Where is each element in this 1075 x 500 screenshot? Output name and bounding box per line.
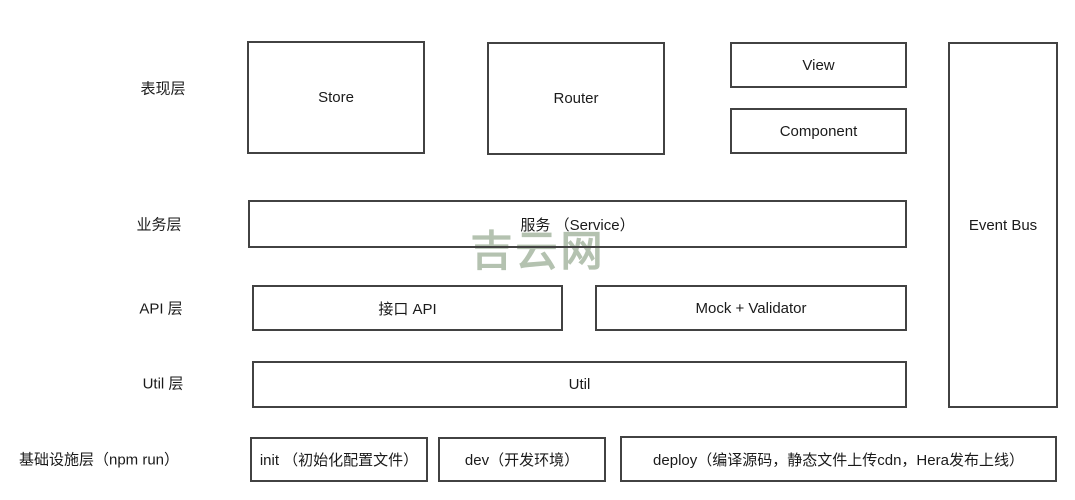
layer-label-infrastructure: 基础设施层（npm run） — [18, 451, 180, 469]
layer-label-business: 业务层 — [136, 216, 182, 234]
watermark: 吉云网 — [470, 227, 606, 275]
box-event-bus: Event Bus — [948, 42, 1058, 408]
box-view: View — [730, 42, 907, 88]
box-api-interface: 接口 API — [252, 285, 563, 331]
box-store: Store — [247, 41, 425, 154]
layer-label-util: Util 层 — [142, 375, 184, 393]
box-dev: dev（开发环境） — [438, 437, 606, 482]
layer-label-api: API 层 — [139, 300, 183, 318]
box-util: Util — [252, 361, 907, 408]
box-service: 服务 （Service） — [248, 200, 907, 248]
layer-label-presentation: 表现层 — [140, 80, 186, 98]
box-deploy: deploy（编译源码，静态文件上传cdn，Hera发布上线） — [620, 436, 1057, 482]
box-router: Router — [487, 42, 665, 155]
box-mock-validator: Mock + Validator — [595, 285, 907, 331]
box-component: Component — [730, 108, 907, 154]
box-init: init （初始化配置文件） — [250, 437, 428, 482]
